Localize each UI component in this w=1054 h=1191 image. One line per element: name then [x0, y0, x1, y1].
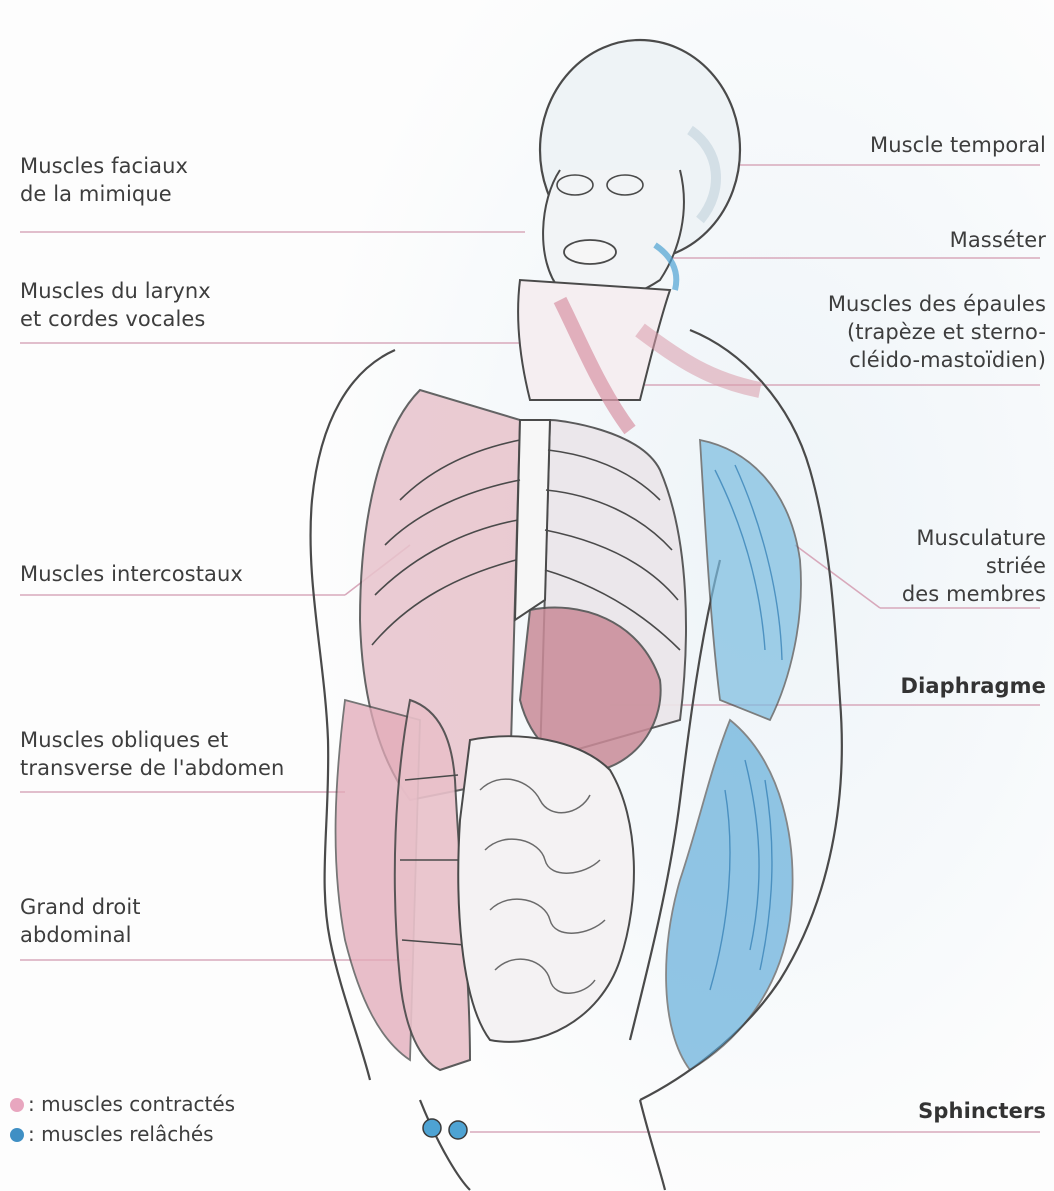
label-striee: Musculature striée des membres: [902, 524, 1046, 608]
upper-arm-relaxed: [666, 720, 792, 1070]
intestines: [458, 736, 634, 1042]
label-epaules: Muscles des épaules (trapèze et sterno- …: [828, 290, 1046, 374]
label-masseter: Masséter: [950, 226, 1046, 254]
legend-relaxed: : muscles relâchés: [10, 1122, 214, 1146]
legend-contracted: : muscles contractés: [10, 1092, 235, 1116]
trapezius: [640, 330, 760, 390]
sphincter-dot-2: [449, 1121, 467, 1139]
relaxed-dot-icon: [10, 1128, 24, 1142]
abdomen: [336, 700, 634, 1070]
label-intercostal: Muscles intercostaux: [20, 560, 243, 588]
label-larynx: Muscles du larynx et cordes vocales: [20, 277, 211, 333]
contracted-dot-icon: [10, 1098, 24, 1112]
deltoid-relaxed: [700, 440, 801, 720]
face: [543, 170, 684, 301]
label-temporal: Muscle temporal: [870, 131, 1046, 159]
leader-striee: [795, 545, 880, 608]
head: [540, 40, 740, 301]
label-sphincters: Sphincters: [918, 1097, 1046, 1125]
lower-body-outline: [420, 1100, 470, 1190]
label-facial: Muscles faciaux de la mimique: [20, 152, 188, 208]
label-obliques: Muscles obliques et transverse de l'abdo…: [20, 726, 284, 782]
sphincter-dot-1: [423, 1119, 441, 1137]
lower-right-outline: [640, 1100, 665, 1190]
label-diaphragme: Diaphragme: [901, 672, 1046, 700]
mouth: [564, 240, 616, 264]
label-grand-droit: Grand droit abdominal: [20, 893, 141, 949]
sternum: [515, 420, 550, 620]
neck: [518, 280, 760, 430]
sphincters: [423, 1119, 467, 1139]
